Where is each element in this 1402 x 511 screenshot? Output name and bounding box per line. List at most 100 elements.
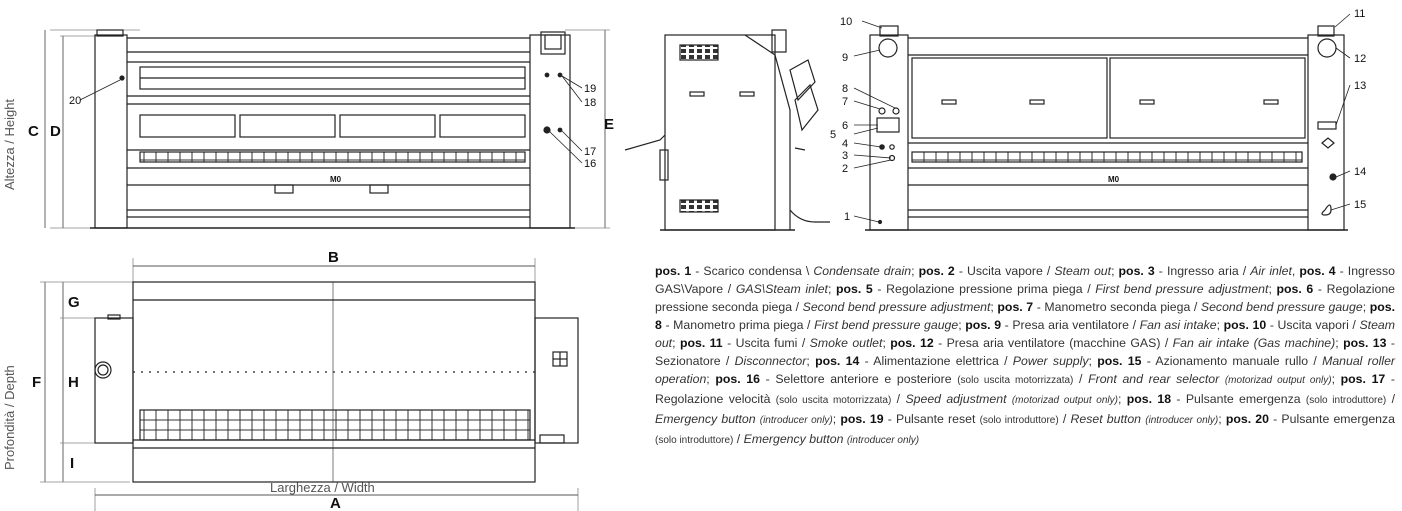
legend-item: pos. 2 - Uscita vapore / Steam out;	[918, 264, 1119, 278]
legend-pos: pos. 11	[679, 336, 723, 350]
legend-item: pos. 9 - Presa aria ventilatore / Fan as…	[965, 318, 1224, 332]
legend-en: Second bend pressure adjustment	[802, 300, 991, 314]
legend-item: pos. 4 - Ingresso GAS\Vapore / GAS\Steam…	[655, 264, 1395, 296]
legend-item: pos. 20 - Pulsante emergenza (solo intro…	[655, 412, 1395, 446]
legend-item: pos. 18 - Pulsante emergenza (solo intro…	[655, 392, 1395, 426]
legend-note-en: (motorizad output only)	[1224, 375, 1332, 386]
legend-note-it: (solo introduttore)	[979, 415, 1059, 426]
legend-pos: pos. 10	[1223, 318, 1267, 332]
callout-16: 16	[584, 158, 596, 170]
legend-en: Emergency button	[655, 412, 760, 426]
legend-en: Steam out	[1054, 264, 1112, 278]
top-view	[40, 258, 579, 511]
legend-pos: pos. 7	[997, 300, 1034, 314]
dim-h-label: H	[68, 374, 79, 391]
dim-a-label: A	[330, 495, 341, 511]
rear-view	[853, 13, 1351, 231]
dim-f-label: F	[32, 374, 41, 391]
callout-11: 11	[1354, 8, 1365, 20]
legend-pos: pos. 16	[715, 372, 760, 386]
legend-en: Speed adjustment	[905, 392, 1012, 406]
legend-en: Power supply	[1012, 354, 1089, 368]
legend-item: pos. 1 - Scarico condensa \ Condensate d…	[655, 264, 919, 278]
callout-4: 4	[842, 138, 848, 150]
legend-en: Manual roller operation	[655, 354, 1396, 386]
position-legend: pos. 1 - Scarico condensa \ Condensate d…	[655, 262, 1395, 450]
legend-pos: pos. 3	[1118, 264, 1155, 278]
callout-6: 6	[842, 120, 848, 132]
side-view	[624, 29, 830, 231]
callout-20: 20	[69, 95, 81, 107]
legend-en: Fan air intake (Gas machine)	[1172, 336, 1336, 350]
width-axis-label: Larghezza / Width	[270, 480, 375, 495]
callout-5: 5	[830, 129, 836, 141]
legend-pos: pos. 9	[965, 318, 1002, 332]
legend-pos: pos. 5	[836, 282, 873, 296]
callout-8: 8	[842, 83, 848, 95]
legend-pos: pos. 2	[918, 264, 955, 278]
legend-item: pos. 5 - Regolazione pressione prima pie…	[836, 282, 1277, 296]
dim-d-label: D	[50, 123, 61, 140]
legend-item: pos. 13 - Sezionatore / Disconnector;	[655, 336, 1395, 368]
legend-note-en: (introducer only)	[846, 435, 920, 446]
callout-18: 18	[584, 97, 596, 109]
legend-item: pos. 12 - Presa aria ventilatore (macchi…	[890, 336, 1344, 350]
front-motor-label: M0	[330, 175, 342, 184]
legend-note-it: (solo uscita motorrizzata)	[957, 375, 1074, 386]
legend-en: Steam out	[655, 318, 1396, 350]
callout-12: 12	[1354, 53, 1366, 65]
legend-pos: pos. 14	[815, 354, 860, 368]
legend-pos: pos. 1	[655, 264, 692, 278]
legend-pos: pos. 13	[1343, 336, 1387, 350]
rear-motor-label: M0	[1108, 175, 1120, 184]
callout-2: 2	[842, 163, 848, 175]
callout-13: 13	[1354, 80, 1366, 92]
legend-en: First bend pressure adjustment	[1095, 282, 1269, 296]
legend-item: pos. 16 - Selettore anteriore e posterio…	[715, 372, 1341, 386]
legend-en: GAS\Steam inlet	[735, 282, 828, 296]
legend-en: First bend pressure gauge	[814, 318, 959, 332]
callout-7: 7	[842, 96, 848, 108]
dim-e-label: E	[604, 116, 614, 133]
legend-item: pos. 11 - Uscita fumi / Smoke outlet;	[679, 336, 891, 350]
legend-item: pos. 15 - Azionamento manuale rullo / Ma…	[655, 354, 1396, 386]
legend-pos: pos. 8	[655, 300, 1395, 332]
legend-en: Reset button	[1070, 412, 1146, 426]
depth-axis-label: Profondità / Depth	[2, 365, 17, 470]
callout-10: 10	[840, 16, 852, 28]
legend-note-it: (solo introduttore)	[655, 435, 734, 446]
legend-item: pos. 19 - Pulsante reset (solo introdutt…	[840, 412, 1226, 426]
height-axis-label: Altezza / Height	[2, 99, 17, 190]
callout-3: 3	[842, 150, 848, 162]
legend-item: pos. 6 - Regolazione pressione seconda p…	[655, 282, 1395, 314]
legend-en: Condensate drain	[813, 264, 912, 278]
legend-pos: pos. 17	[1340, 372, 1386, 386]
legend-en: Front and rear selector	[1088, 372, 1225, 386]
legend-item: pos. 8 - Manometro prima piega / First b…	[655, 300, 1395, 332]
legend-item: pos. 7 - Manometro seconda piega / Secon…	[997, 300, 1370, 314]
legend-item: pos. 17 - Regolazione velocità (solo usc…	[655, 372, 1396, 406]
dim-g-label: G	[68, 294, 80, 311]
dim-c-label: C	[28, 123, 39, 140]
legend-en: Fan asi intake	[1139, 318, 1217, 332]
legend-note-en: (motorizad output only)	[1011, 395, 1118, 406]
legend-pos: pos. 6	[1276, 282, 1314, 296]
legend-pos: pos. 15	[1097, 354, 1142, 368]
callout-9: 9	[842, 52, 848, 64]
legend-note-it: (solo uscita motorrizzata)	[775, 395, 892, 406]
legend-pos: pos. 4	[1299, 264, 1336, 278]
callout-19: 19	[584, 83, 596, 95]
callout-1: 1	[844, 211, 850, 223]
front-view	[44, 29, 610, 229]
legend-note-en: (introducer only)	[1145, 415, 1219, 426]
callout-14: 14	[1354, 166, 1366, 178]
callout-15: 15	[1354, 199, 1366, 211]
legend-note-it: (solo introduttore)	[1305, 395, 1387, 406]
legend-item: pos. 14 - Alimentazione elettrica / Powe…	[815, 354, 1098, 368]
legend-pos: pos. 20	[1225, 412, 1269, 426]
dim-b-label: B	[328, 249, 339, 266]
legend-en: Disconnector	[734, 354, 807, 368]
legend-en: Air inlet	[1250, 264, 1292, 278]
dim-i-label: I	[70, 455, 74, 472]
